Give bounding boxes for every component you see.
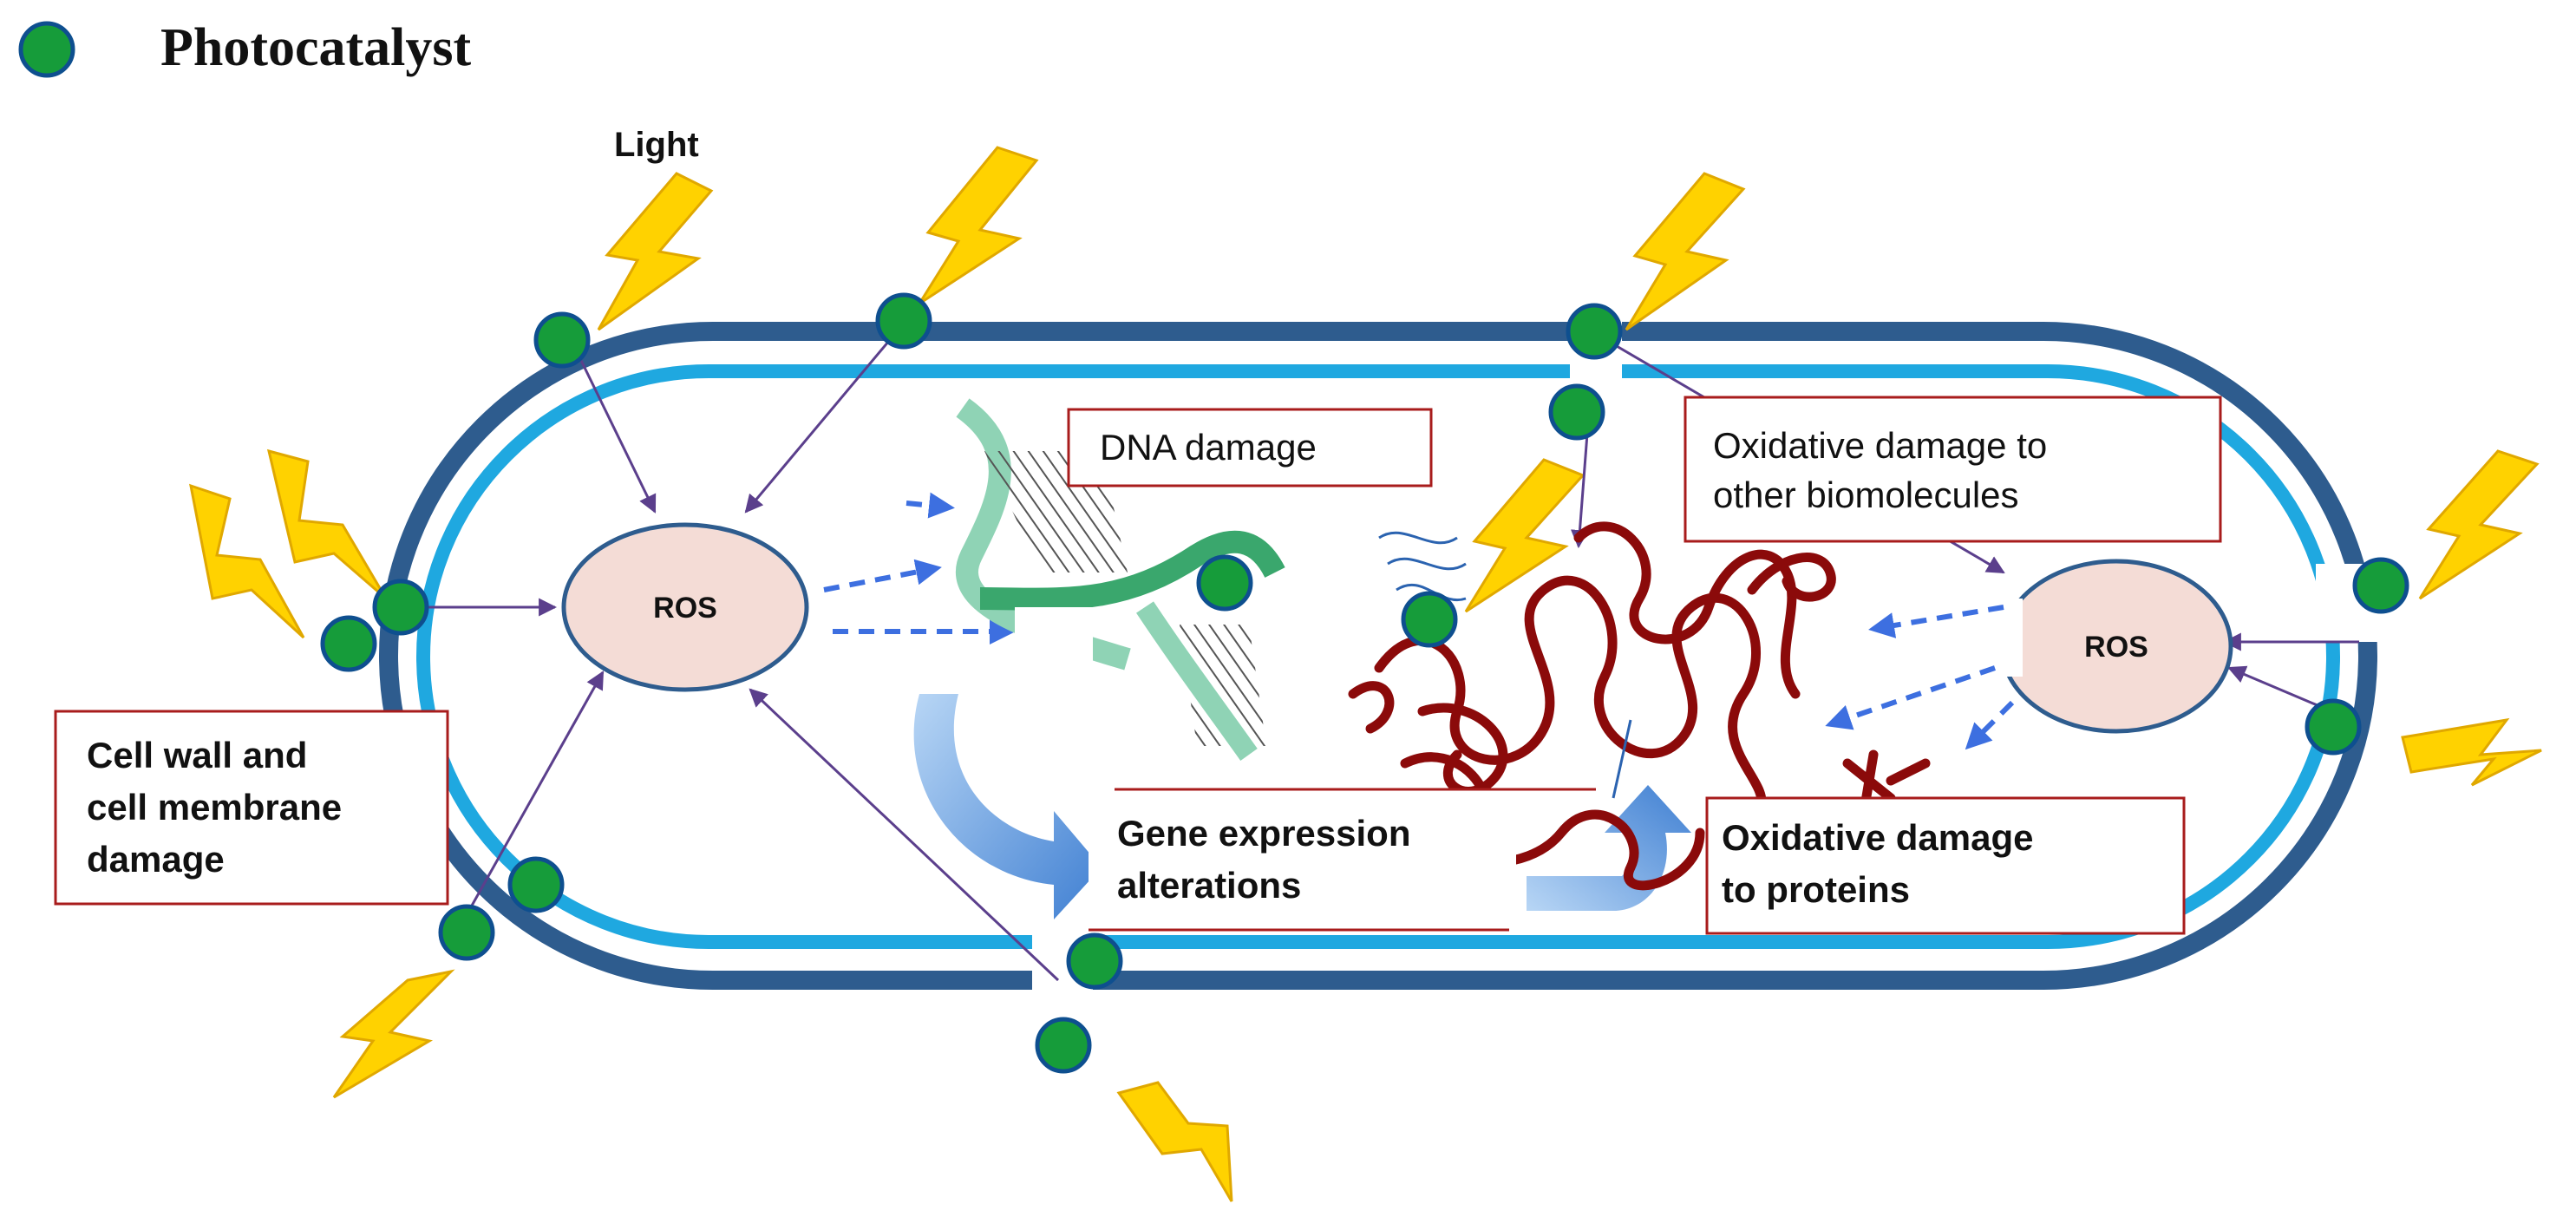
photocatalyst-particle <box>1548 383 1605 441</box>
photocatalyst-particle <box>372 579 429 636</box>
legend: Photocatalyst <box>18 18 472 78</box>
label-boxes: DNA damage Oxidative damage to other bio… <box>54 396 2222 935</box>
light-label: Light <box>614 126 699 164</box>
dna-damage-box <box>1067 408 1433 487</box>
oxidative-biomolecules-line2: other biomolecules <box>1713 474 2019 515</box>
photocatalyst-particle <box>1035 1017 1092 1074</box>
dna-damage-label: DNA damage <box>1100 427 1317 468</box>
oxidative-proteins-box <box>1705 796 2186 935</box>
protein-chain <box>1573 521 1801 699</box>
ros-right-mask <box>1995 599 2023 677</box>
ros-left-group: ROS <box>561 522 809 692</box>
cell-wall-line1: Cell wall and <box>87 735 307 775</box>
dna-hatched-bottom <box>1180 625 1266 746</box>
dna-strand-lower <box>1136 601 1258 761</box>
photocatalyst-particle <box>2352 557 2409 614</box>
inner-cell-membrane <box>416 364 2340 949</box>
biomolecule-strands <box>1378 531 1632 799</box>
lightning-group <box>189 146 2542 1202</box>
photocatalyst-particle <box>320 615 377 672</box>
lightning-bolt-icon <box>1116 1081 1233 1202</box>
lightning-bolt-icon <box>266 448 388 600</box>
protein-chain <box>1348 681 1395 734</box>
oxidative-biomolecules-box <box>1684 396 2222 543</box>
photocatalyst-particle <box>1066 932 1123 990</box>
lightning-bolt-icon <box>597 172 714 331</box>
biomolecule-strand <box>1378 531 1458 545</box>
dna-white-mask <box>1015 607 1093 668</box>
biomolecule-strand <box>1387 557 1467 571</box>
biomolecule-strand <box>1612 719 1632 799</box>
ros-left-ellipse <box>561 522 809 692</box>
lightning-bolt-icon <box>332 969 455 1099</box>
lightning-bolt-icon <box>1464 458 1585 613</box>
photocatalyst-particle <box>875 292 932 350</box>
oxidative-biomolecules-line1: Oxidative damage to <box>1713 425 2047 466</box>
outer-cell-wall <box>379 322 2377 990</box>
arrow <box>1570 433 1589 549</box>
ros-right-group: ROS <box>1995 559 2233 734</box>
dashed-arrow <box>1868 605 2004 638</box>
photocatalyst-particle <box>1401 591 1458 648</box>
lightning-bolt-icon <box>2418 449 2540 600</box>
ros-left-label: ROS <box>653 592 717 625</box>
arrow <box>571 342 657 514</box>
ros-dashed-arrows <box>823 492 2015 750</box>
curved-arrows <box>913 694 1691 919</box>
arrow <box>749 688 1060 982</box>
photocatalyst-particle <box>438 904 495 961</box>
photocatalyst-particle <box>1196 554 1253 612</box>
dashed-arrow <box>906 492 955 519</box>
curved-arrow-to-proteins <box>1527 785 1691 911</box>
lightning-bolt-icon <box>2401 717 2542 787</box>
cell-wall-line2: cell membrane <box>87 787 342 828</box>
cell-wall-box <box>54 710 449 906</box>
legend-label: Photocatalyst <box>160 18 472 77</box>
oxidative-proteins-line2: to proteins <box>1722 869 1910 910</box>
dna-helix <box>956 398 1285 761</box>
cell-wall-line3: damage <box>87 839 225 880</box>
gene-expression-box <box>1089 789 1516 930</box>
dashed-arrow <box>823 559 942 592</box>
lightning-bolt-icon <box>1625 172 1746 331</box>
curved-arrow-to-gene <box>913 694 1102 919</box>
protein-chain <box>1747 553 1836 602</box>
gene-expression-line2: alterations <box>1117 865 1301 906</box>
photocatalyst-particle <box>1566 303 1623 360</box>
dashed-arrow <box>1965 700 2015 750</box>
dna-strand-front <box>979 530 1285 611</box>
ros-right-label: ROS <box>2084 631 2148 664</box>
photocatalyst-particle <box>533 311 591 369</box>
photocatalyst-particle <box>507 856 565 913</box>
photocatalyst-particles <box>320 292 2409 1074</box>
protein-chain <box>1374 575 1767 812</box>
arrow <box>744 324 904 514</box>
dashed-arrow <box>1825 665 1996 730</box>
green-dot-icon <box>18 21 75 78</box>
biomolecule-strand <box>1396 583 1467 602</box>
arrow <box>462 671 605 920</box>
lightning-bolt-icon <box>189 483 305 639</box>
photocatalyst-particle <box>2305 698 2362 756</box>
protein-chain <box>1417 703 1508 796</box>
gene-expression-line1: Gene expression <box>1117 813 1410 854</box>
lightning-bolt-icon <box>918 146 1039 305</box>
oxidative-proteins-line1: Oxidative damage <box>1722 817 2033 858</box>
